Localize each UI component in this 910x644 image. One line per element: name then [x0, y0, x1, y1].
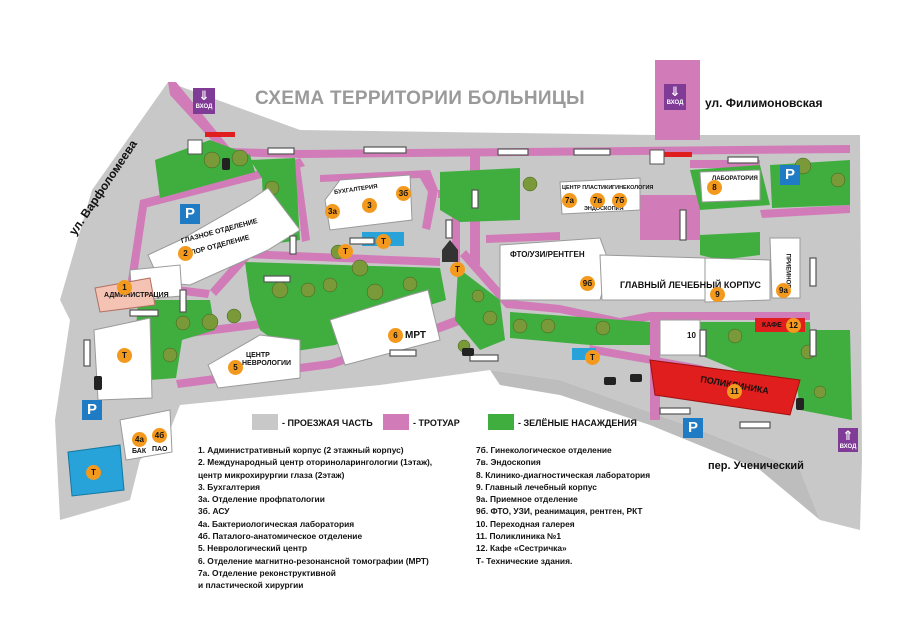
list-item: 7б. Гинекологическое отделение [476, 445, 612, 455]
traffic-arrows [83, 146, 817, 429]
label-main: ГЛАВНЫЙ ЛЕЧЕБНЫЙ КОРПУС [620, 280, 761, 290]
list-item: 2. Международный центр оториноларинголог… [198, 457, 433, 468]
legend-sidewalk-label: - ТРОТУАР [413, 418, 460, 428]
barrier-2 [662, 152, 692, 157]
marker-7b: 7б [612, 193, 627, 208]
list-item: 11. Поликлиника №1 [476, 531, 562, 542]
marker-10: 10 [687, 331, 696, 340]
barrier-post-1 [187, 139, 203, 155]
label-lab: ЛАБОРАТОРИЯ [712, 176, 758, 182]
marker-5: 5 [228, 360, 243, 375]
tech-marker: Т [338, 244, 353, 259]
legend-green-swatch [488, 414, 514, 430]
legend-road-swatch [252, 414, 278, 430]
legend-road-label: - ПРОЕЗЖАЯ ЧАСТЬ [282, 418, 373, 428]
marker-3b: 3б [396, 186, 411, 201]
legend-green-label: - ЗЕЛЁНЫЕ НАСАЖДЕНИЯ [518, 418, 637, 428]
tech-marker: Т [585, 350, 600, 365]
list-item: 5. Неврологический центр [198, 543, 308, 554]
list-item: 7а. Отделение реконструктивной [198, 567, 336, 578]
marker-4a: 4а [132, 432, 147, 447]
marker-6: 6 [388, 328, 403, 343]
marker-11: 11 [727, 384, 742, 399]
list-item: 3б. АСУ [198, 506, 230, 517]
list-item: 6. Отделение магнитно-резонансной томогр… [198, 555, 429, 566]
sidewalks [126, 60, 850, 420]
building-list-left: 1. Административный корпус (2 этажный ко… [198, 444, 432, 592]
label-neuro-1: ЦЕНТР [246, 352, 270, 359]
church-icon [442, 240, 458, 262]
tech-marker: Т [450, 262, 465, 277]
cars [94, 158, 804, 410]
parking-icon: P [683, 418, 703, 438]
list-item: центр микрохирургии глаза (2этаж) [198, 469, 345, 480]
list-item: 10. Переходная галерея [476, 518, 575, 529]
entrance-icon: ⇓ВХОД [664, 84, 686, 110]
label-cafe: КАФЕ [762, 322, 782, 329]
marker-9a: 9а [776, 283, 791, 298]
list-item: 4а. Бактериологическая лаборатория [198, 518, 355, 529]
entrance-icon: ⇓ВХОД [193, 88, 215, 114]
marker-3: 3 [362, 198, 377, 213]
marker-7a: 7а [562, 193, 577, 208]
marker-9: 9 [710, 287, 725, 302]
street-uchenichesky: пер. Ученический [708, 460, 804, 472]
building-list-right: 7б. Гинекологическое отделение 7в. Эндос… [476, 444, 650, 567]
list-item: 7в. Эндоскопия [476, 457, 541, 468]
list-item: и пластической хирургии [198, 580, 304, 591]
tech-marker: Т [86, 465, 101, 480]
label-endo: ЭНДОСКОПИЯ [584, 206, 624, 212]
marker-12: 12 [786, 318, 801, 333]
list-item: 9б. ФТО, УЗИ, реанимация, рентген, РКТ [476, 506, 643, 517]
marker-8: 8 [707, 180, 722, 195]
map-title: СХЕМА ТЕРРИТОРИИ БОЛЬНИЦЫ [255, 88, 585, 109]
label-fto: ФТО/УЗИ/РЕНТГЕН [510, 250, 585, 259]
list-item: 1. Административный корпус (2 этажный ко… [198, 445, 404, 455]
admin-building [94, 277, 156, 313]
legend-sidewalk-swatch [383, 414, 409, 430]
marker-2: 2 [178, 246, 193, 261]
list-item: 9а. Приемное отделение [476, 494, 578, 505]
marker-9b: 9б [580, 276, 595, 291]
marker-3a: 3а [325, 204, 340, 219]
road-lower [490, 370, 820, 520]
tech-marker: Т [117, 348, 132, 363]
list-item: 9. Главный лечебный корпус [476, 481, 597, 492]
list-item: 3. Бухгалтерия [198, 481, 261, 492]
label-neuro-2: НЕВРОЛОГИИ [242, 360, 292, 367]
label-admin: АДМИНИСТРАЦИЯ [104, 292, 169, 299]
marker-1: 1 [117, 280, 132, 295]
label-bak: БАК [132, 448, 147, 455]
barrier-1 [205, 132, 235, 137]
label-gyn: ГИНЕКОЛОГИЯ [612, 185, 654, 191]
label-plastic: ЦЕНТР ПЛАСТИКИ [562, 185, 613, 191]
list-item: Т- Технические здания. [476, 555, 573, 566]
label-pao: ПАО [152, 446, 168, 453]
parking-icon: P [180, 204, 200, 224]
parking-icon: P [82, 400, 102, 420]
tech-marker: Т [376, 234, 391, 249]
marker-4b: 4б [152, 428, 167, 443]
entrance-icon: ⇑ВХОД [838, 428, 858, 452]
label-mrt: МРТ [405, 330, 426, 341]
list-item: 8. Клинико-диагностическая лаборатория [476, 469, 651, 480]
polyclinic-building [649, 359, 801, 416]
barrier-post-2 [649, 149, 665, 165]
list-item: 12. Кафе «Сестричка» [476, 543, 567, 554]
list-item: 3а. Отделение профпатологии [198, 494, 325, 505]
street-filimonovskaya: ул. Филимоновская [705, 96, 823, 110]
marker-7v: 7в [590, 193, 605, 208]
parking-icon: P [780, 165, 800, 185]
list-item: 4б. Паталого-анатомическое отделение [198, 531, 363, 542]
